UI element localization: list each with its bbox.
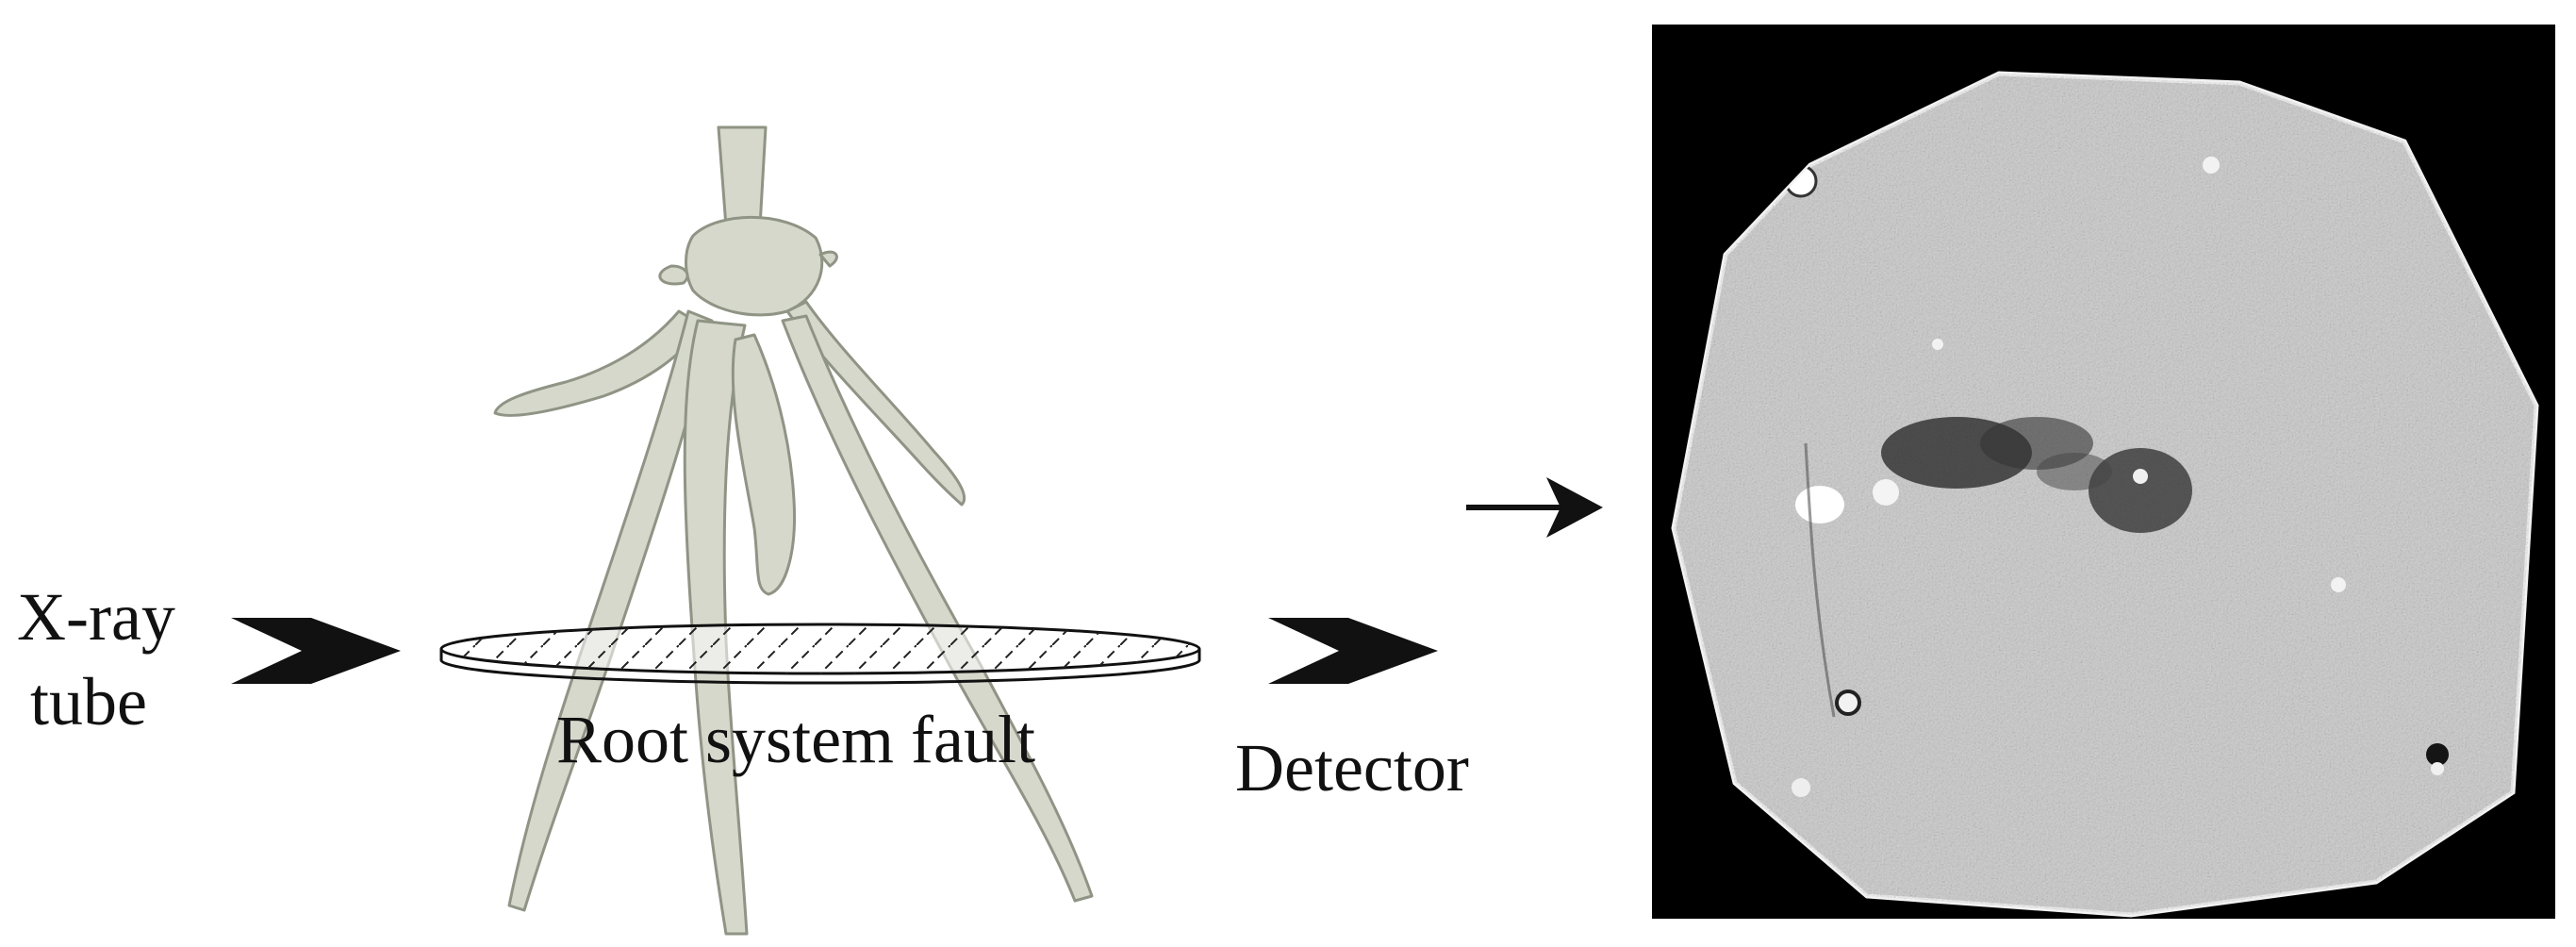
chevron-right-icon — [1268, 618, 1438, 684]
arrow-right-icon — [1466, 477, 1603, 538]
xray-label-line1: X-ray — [17, 579, 175, 655]
root-slice-disc — [439, 623, 1201, 685]
detector-label: Detector — [1235, 730, 1469, 806]
xray-tube-label: X-ray tube — [17, 579, 175, 739]
chevron-right-icon — [231, 618, 401, 684]
root-system-fault-label: Root system fault — [556, 702, 1035, 777]
root-system-illustration — [493, 125, 1094, 936]
ct-cross-section-image — [1652, 25, 2555, 919]
xray-label-line2: tube — [30, 664, 147, 739]
